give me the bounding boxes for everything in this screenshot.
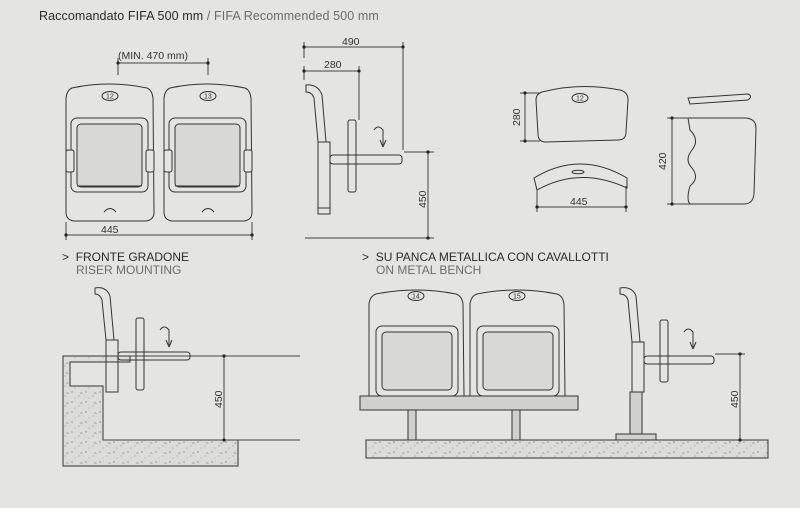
riser-mounting-view	[62, 287, 300, 467]
seat-pair-front-view	[64, 58, 254, 240]
header-title-it: Raccomandato FIFA 500 mm	[39, 9, 204, 23]
bench-prefix: >	[362, 250, 370, 264]
seat-number-label: 14	[412, 294, 420, 301]
dim-seat-depth: 420	[657, 152, 669, 170]
page-header: Raccomandato FIFA 500 mm / FIFA Recommen…	[39, 9, 379, 23]
seat-components-view	[520, 85, 757, 212]
header-title-en: FIFA Recommended 500 mm	[214, 9, 379, 23]
dim-depth-closed: 280	[324, 59, 342, 71]
seat-number-label: 12	[106, 94, 114, 101]
riser-title-en: RISER MOUNTING	[76, 263, 182, 277]
dim-pair-width: 445	[101, 224, 119, 236]
riser-title-it: FRONTE GRADONE	[75, 250, 190, 264]
seat-number-label: 13	[204, 94, 212, 101]
seat-side-view	[302, 42, 434, 240]
section-bench-title: > SU PANCA METALLICA CON CAVALLOTTI ON M…	[362, 251, 609, 277]
dim-height-side: 450	[417, 190, 429, 208]
section-riser-title: > FRONTE GRADONE RISER MOUNTING	[62, 251, 189, 277]
dim-back-height: 280	[511, 108, 523, 126]
bench-mounting-view	[359, 287, 769, 459]
dim-min-width: (MIN. 470 mm)	[118, 50, 188, 62]
dim-height-bench: 450	[729, 390, 741, 408]
bench-title-en: ON METAL BENCH	[376, 263, 482, 277]
dim-height-riser: 450	[213, 390, 225, 408]
riser-prefix: >	[62, 250, 70, 264]
seat-number-label: 15	[513, 294, 521, 301]
dim-depth-open: 490	[342, 36, 360, 48]
dim-seat-width: 445	[570, 196, 588, 208]
header-separator: /	[206, 9, 211, 23]
bench-title-it: SU PANCA METALLICA CON CAVALLOTTI	[375, 250, 609, 264]
seat-number-label: 12	[576, 96, 584, 103]
